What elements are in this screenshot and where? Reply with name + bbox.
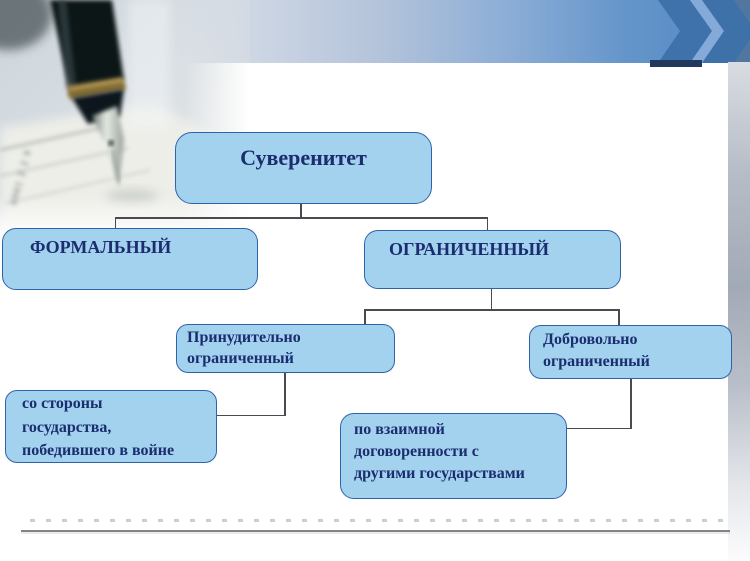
double-chevron-icon (658, 0, 750, 63)
node-forcibly-limited-detail: со стороны государства, победившего в во… (5, 390, 217, 463)
node-voluntarily-limited-detail: по взаимной договоренности с другими гос… (340, 413, 567, 499)
photo-fade-right-top (185, 0, 250, 64)
connector-limited-stem (486, 217, 488, 231)
slide-edge-shadow (728, 62, 750, 561)
node-limited: ОГРАНИЧЕННЫЙ (364, 230, 621, 289)
photo-highlight (128, 0, 170, 130)
connector-forced-stem (364, 309, 366, 325)
connector-voluntary-stem (618, 309, 620, 326)
connector-formal-stem (114, 217, 116, 229)
footer-dashed-line (30, 519, 724, 522)
connector-voluntary-detail-v (630, 378, 632, 429)
node-sovereignty: Суверенитет (175, 132, 432, 204)
connector-level3-bar (364, 309, 619, 311)
photo-shadow (0, 0, 52, 50)
node-voluntarily-limited: Добровольно ограниченный (529, 325, 732, 379)
connector-level2-bar (114, 217, 488, 219)
connector-limited-down (490, 288, 492, 310)
pen-body (50, 0, 126, 124)
node-forcibly-limited: Принудительно ограниченный (176, 324, 395, 373)
connector-voluntary-detail-h (566, 427, 631, 429)
connector-root-stem (300, 203, 302, 218)
footer-rule-line (21, 530, 730, 532)
band-shadow-edge (650, 60, 702, 67)
connector-forced-detail-h (215, 414, 285, 416)
connector-forced-detail-v (284, 372, 286, 416)
node-formal: ФОРМАЛЬНЫЙ (2, 228, 258, 290)
